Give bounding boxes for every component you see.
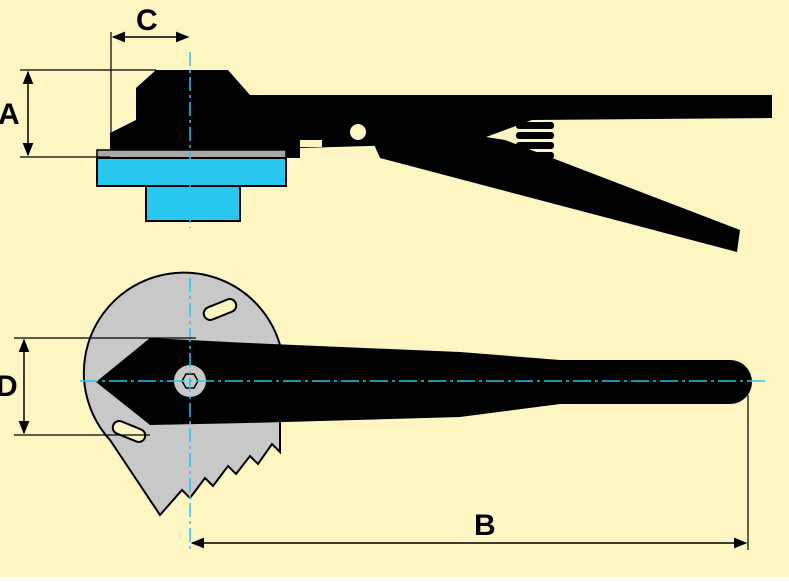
top-handle bbox=[96, 338, 752, 425]
dimension-c: C bbox=[110, 4, 190, 133]
label-c: C bbox=[136, 4, 158, 37]
side-upper-handle bbox=[110, 70, 772, 158]
side-gray-plate bbox=[96, 149, 287, 159]
label-b: B bbox=[474, 509, 496, 542]
side-lower-lever bbox=[372, 128, 740, 252]
label-d: D bbox=[0, 370, 18, 403]
side-nut-body bbox=[145, 185, 241, 222]
top-slot-upper bbox=[202, 298, 238, 321]
label-a: A bbox=[0, 98, 20, 131]
side-spring bbox=[516, 122, 554, 169]
side-pivot-hole bbox=[350, 124, 366, 140]
side-slot bbox=[300, 140, 322, 147]
dimension-a: A bbox=[0, 69, 156, 158]
dimension-d: D bbox=[0, 337, 196, 436]
side-view bbox=[96, 52, 772, 252]
side-nut-flange bbox=[96, 157, 287, 187]
top-slot-lower bbox=[111, 420, 147, 443]
top-view bbox=[80, 271, 765, 552]
dimension-b: B bbox=[190, 395, 749, 550]
